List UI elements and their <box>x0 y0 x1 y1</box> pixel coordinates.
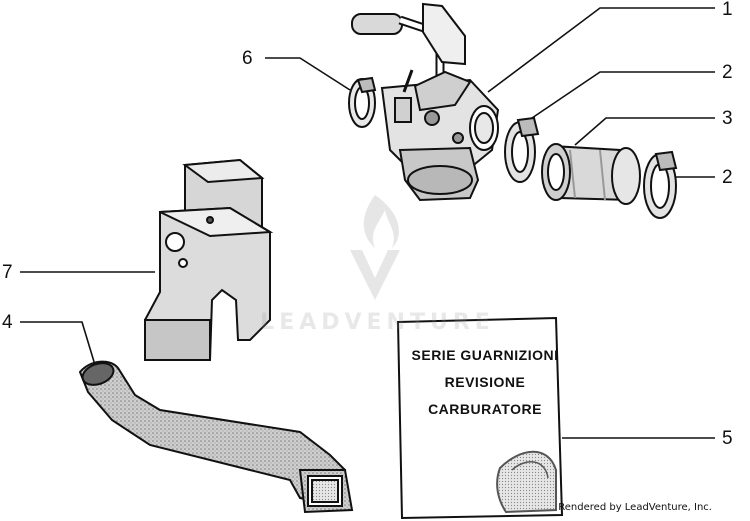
leader-lines <box>20 7 715 439</box>
bracket-part-7 <box>144 158 274 361</box>
callout-2b: 2 <box>722 167 733 188</box>
leader-line-6 <box>265 57 351 91</box>
watermark-logo <box>350 195 400 300</box>
callout-3: 3 <box>722 108 733 129</box>
leader-line-4 <box>20 321 96 366</box>
leader-line-2a <box>531 71 715 119</box>
callout-6: 6 <box>242 48 253 69</box>
clamp-part-2a <box>504 116 540 183</box>
gasket-kit-card <box>396 316 564 520</box>
callout-5: 5 <box>722 428 733 449</box>
callout-7: 7 <box>2 262 13 283</box>
callout-2a: 2 <box>722 62 733 83</box>
clamp-part-2b <box>643 150 678 219</box>
gasket-kit-line-2: REVISIONE <box>444 374 526 390</box>
gasket-kit-line-3: CARBURATORE <box>428 401 542 417</box>
credit-text: Rendered by LeadVenture, Inc. <box>558 502 712 513</box>
callout-1: 1 <box>722 0 733 20</box>
gasket-kit-line-1: SERIE GUARNIZIONI <box>411 347 559 363</box>
leader-line-3 <box>574 117 715 146</box>
intake-hose-part-4 <box>78 360 354 514</box>
carburetor-part <box>351 2 500 202</box>
clamp-part-6 <box>348 76 377 128</box>
connector-part-3 <box>541 143 641 205</box>
leader-line-1 <box>487 7 715 93</box>
callout-4: 4 <box>2 312 13 333</box>
watermark-text: LEADVENTURE <box>260 310 495 335</box>
